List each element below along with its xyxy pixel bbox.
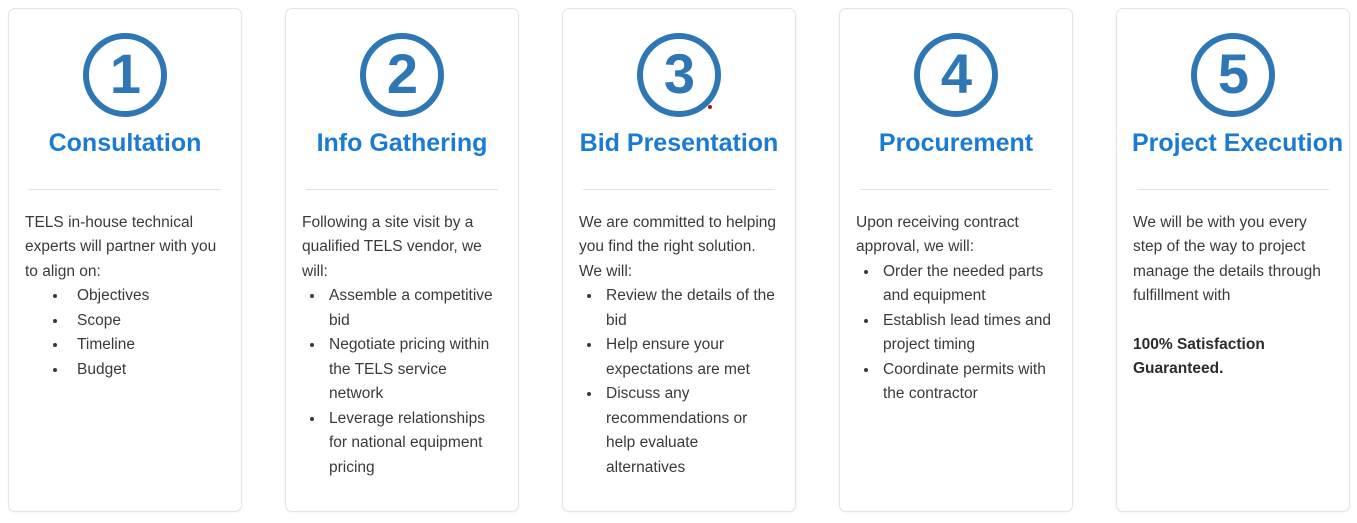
step-card-1[interactable]: 1 Consultation TELS in-house technical e… — [8, 8, 242, 512]
step-title-2: Info Gathering — [316, 129, 488, 157]
list-item: Timeline — [68, 333, 225, 358]
list-item: Discuss any recommendations or help eval… — [602, 382, 779, 480]
step-number-1: 1 — [109, 42, 141, 105]
list-item: Negotiate pricing within the TELS servic… — [325, 333, 502, 407]
step-number-badge-icon-3: 3 — [637, 33, 721, 117]
step-divider-1 — [29, 188, 221, 190]
step-body-4: Upon receiving contract approval, we wil… — [853, 211, 1059, 497]
step-bullet-list-3: Review the details of the bid Help ensur… — [579, 284, 779, 480]
step-intro-5: We will be with you every step of the wa… — [1133, 213, 1321, 305]
red-dot-icon — [708, 105, 712, 109]
step-intro-4: Upon receiving contract approval, we wil… — [856, 213, 1019, 256]
list-item: Order the needed parts and equipment — [879, 260, 1056, 309]
step-number-badge-icon-2: 2 — [360, 33, 444, 117]
step-badge-wrap-4: 4 — [853, 27, 1059, 123]
step-card-3[interactable]: 3 Bid Presentation We are committed to h… — [562, 8, 796, 512]
step-card-2[interactable]: 2 Info Gathering Following a site visit … — [285, 8, 519, 512]
step-bullet-list-2: Assemble a competitive bid Negotiate pri… — [302, 284, 502, 480]
step-body-1: TELS in-house technical experts will par… — [22, 211, 228, 497]
step-divider-5 — [1137, 188, 1329, 190]
step-badge-wrap-2: 2 — [299, 27, 505, 123]
list-item: Assemble a competitive bid — [325, 284, 502, 333]
list-item: Review the details of the bid — [602, 284, 779, 333]
step-number-badge-icon-4: 4 — [914, 33, 998, 117]
list-item: Budget — [68, 358, 225, 383]
step-guarantee-text: 100% Satisfaction Guaranteed. — [1133, 335, 1265, 378]
step-intro-1: TELS in-house technical experts will par… — [25, 213, 217, 280]
list-item: Coordinate permits with the contractor — [879, 358, 1056, 407]
step-divider-3 — [583, 188, 775, 190]
list-item: Leverage relationships for national equi… — [325, 407, 502, 481]
step-bullet-list-1: Objectives Scope Timeline Budget — [25, 284, 225, 382]
step-intro-3: We are committed to helping you find the… — [579, 213, 777, 280]
step-title-1: Consultation — [48, 129, 202, 157]
step-number-4: 4 — [940, 42, 972, 105]
step-card-5[interactable]: 5 Project Execution We will be with you … — [1116, 8, 1350, 512]
step-badge-wrap-1: 1 — [22, 27, 228, 123]
list-item: Scope — [68, 309, 225, 334]
step-bullet-list-4: Order the needed parts and equipment Est… — [856, 260, 1056, 407]
step-badge-wrap-3: 3 — [576, 27, 782, 123]
step-number-5: 5 — [1217, 42, 1249, 105]
step-intro-2: Following a site visit by a qualified TE… — [302, 213, 482, 280]
step-title-3: Bid Presentation — [579, 129, 779, 157]
step-body-2: Following a site visit by a qualified TE… — [299, 211, 505, 497]
step-badge-wrap-5: 5 — [1130, 27, 1336, 123]
list-item: Objectives — [68, 284, 225, 309]
step-number-2: 2 — [386, 42, 418, 105]
step-body-3: We are committed to helping you find the… — [576, 211, 782, 497]
step-number-badge-icon-5: 5 — [1191, 33, 1275, 117]
step-divider-4 — [860, 188, 1052, 190]
step-card-4[interactable]: 4 Procurement Upon receiving contract ap… — [839, 8, 1073, 512]
step-body-5: We will be with you every step of the wa… — [1130, 211, 1336, 497]
step-number-badge-icon-1: 1 — [83, 33, 167, 117]
step-title-4: Procurement — [878, 129, 1034, 157]
step-divider-2 — [306, 188, 498, 190]
step-number-3: 3 — [663, 42, 695, 105]
list-item: Establish lead times and project timing — [879, 309, 1056, 358]
list-item: Help ensure your expectations are met — [602, 333, 779, 382]
step-title-5: Project Execution — [1132, 129, 1344, 157]
